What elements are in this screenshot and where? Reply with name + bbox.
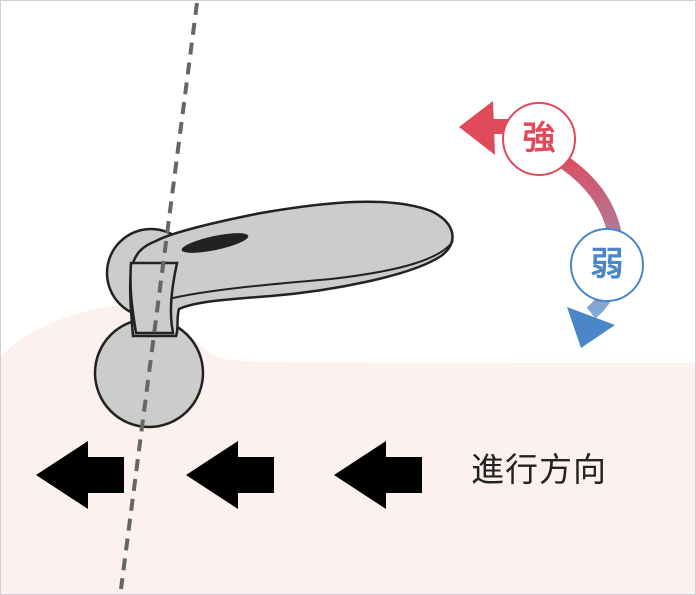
weak-label: 弱 (590, 244, 624, 283)
left-arrow-icon (186, 441, 274, 509)
strong-badge (502, 102, 576, 176)
left-arrow-icon (36, 441, 124, 509)
device-handle-edge (160, 240, 454, 302)
direction-label: 進行方向 (471, 450, 607, 489)
strong-arrow-head (459, 101, 495, 155)
left-arrow-icon (334, 441, 422, 509)
handle-grip-slot-icon (181, 233, 249, 253)
strong-label: 強 (522, 118, 556, 157)
weak-arrow-head (567, 307, 615, 348)
device-handle (128, 200, 454, 338)
roller-neck (129, 261, 179, 335)
direction-arrows (36, 441, 422, 509)
weak-badge (570, 228, 644, 302)
